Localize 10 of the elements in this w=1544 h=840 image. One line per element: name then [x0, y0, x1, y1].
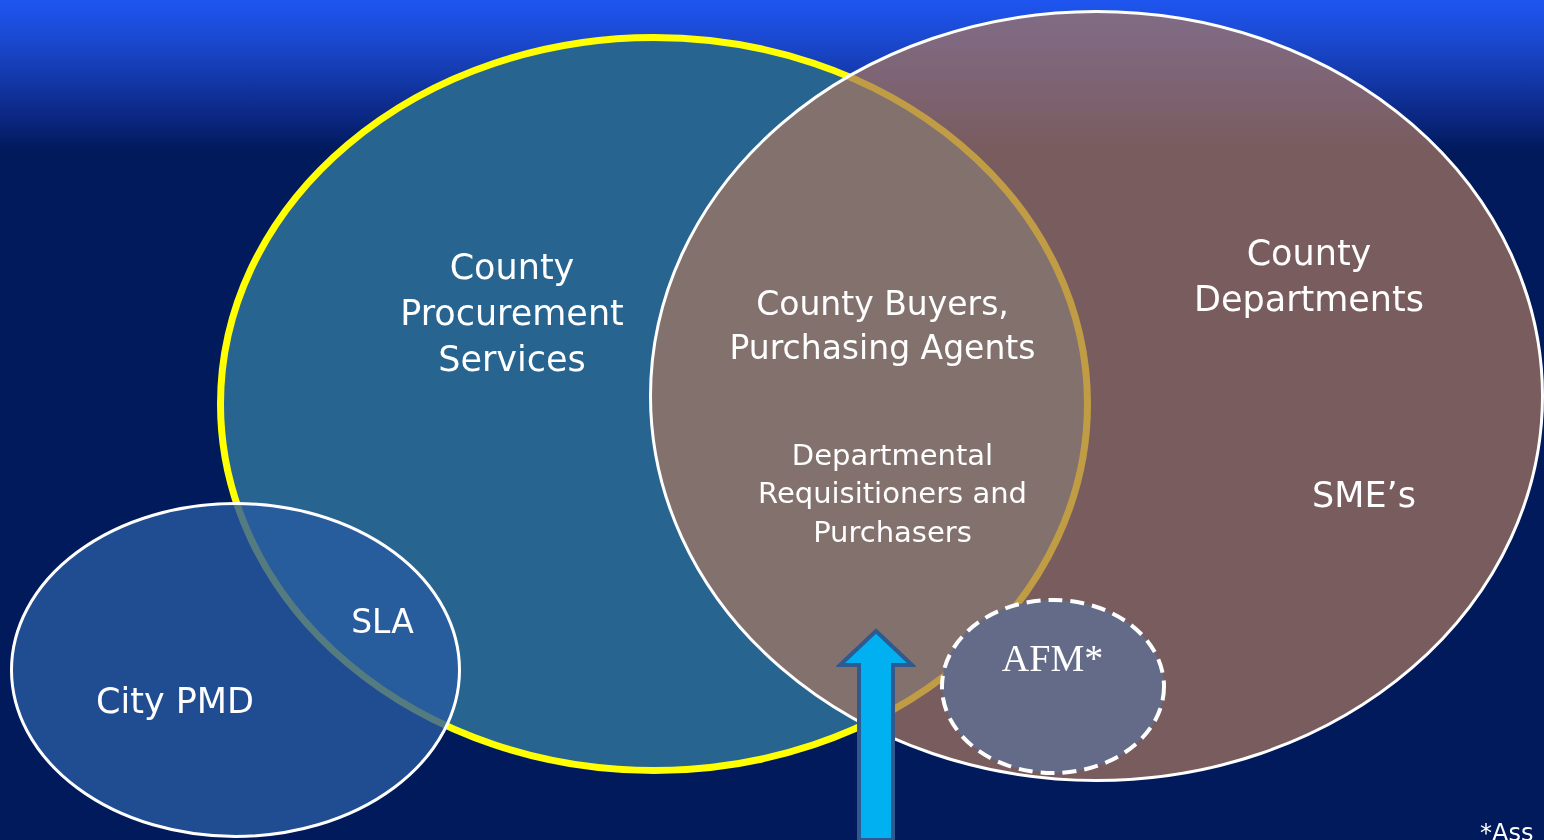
ellipse-label: City PMD [95, 680, 255, 723]
venn-ellipse [10, 502, 461, 838]
ellipse-label: County Procurement Services [399, 246, 625, 382]
venn-ellipse [649, 10, 1544, 782]
region-label: SLA [350, 601, 415, 643]
region-label: Departmental Requisitioners and Purchasers [757, 437, 1028, 551]
region-label: County Buyers, Purchasing Agents [728, 283, 1037, 369]
ellipse-label: AFM* [1000, 636, 1105, 681]
ellipse-label: County Departments [1193, 232, 1425, 322]
ellipse-label: SME’s [1311, 474, 1417, 517]
